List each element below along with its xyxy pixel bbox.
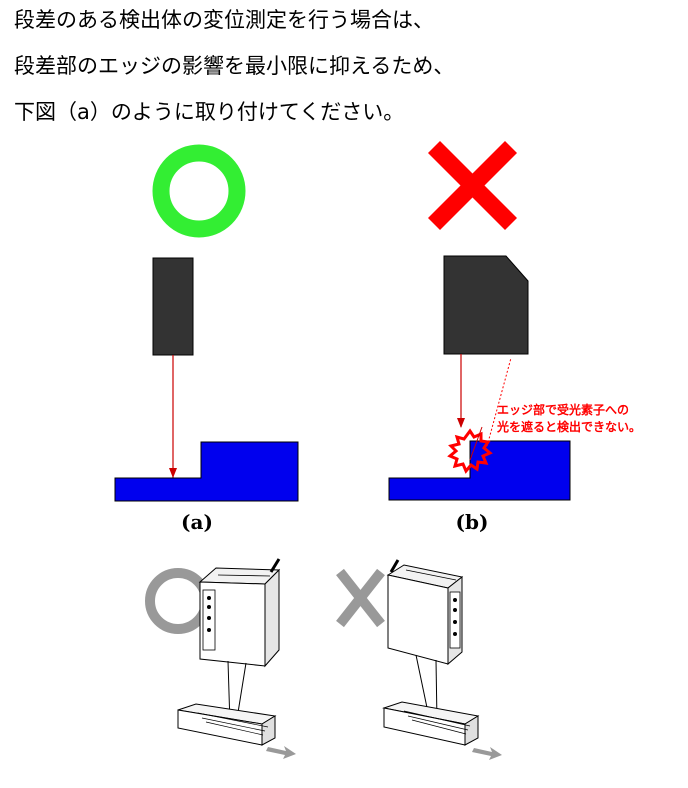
edge-burst-icon [447, 428, 493, 474]
reflect-beam-b [469, 426, 483, 461]
sensor-illustration-ng [386, 559, 464, 723]
stepped-workpiece-a [114, 441, 299, 502]
arrow-head-a [169, 468, 177, 478]
workpiece-illustration-ng [382, 701, 502, 760]
circle-ok-icon [152, 144, 246, 238]
instruction-line-3: 下図（a）のように取り付けてください。 [14, 100, 405, 124]
gray-circle-ok-icon [145, 568, 211, 634]
sensor-head-b [443, 255, 529, 355]
cross-ng-icon [427, 140, 518, 231]
instruction-line-1: 段差のある検出体の変位測定を行う場合は、 [14, 8, 434, 32]
note-text-2: 光を遮ると検出できない。 [496, 419, 641, 434]
instruction-line-2: 段差部のエッジの影響を最小限に抑えるため、 [14, 54, 455, 78]
caption-a: (a) [181, 510, 213, 534]
caption-b: (b) [456, 510, 489, 534]
sensor-illustration-ok [198, 558, 281, 726]
note-text-1: エッジ部で受光素子への [497, 402, 629, 417]
sensor-head-a [152, 257, 194, 356]
stepped-workpiece-b [388, 440, 571, 501]
workpiece-illustration-ok [177, 703, 296, 759]
gray-cross-ng-icon [336, 568, 385, 628]
arrow-head-b [457, 418, 465, 428]
